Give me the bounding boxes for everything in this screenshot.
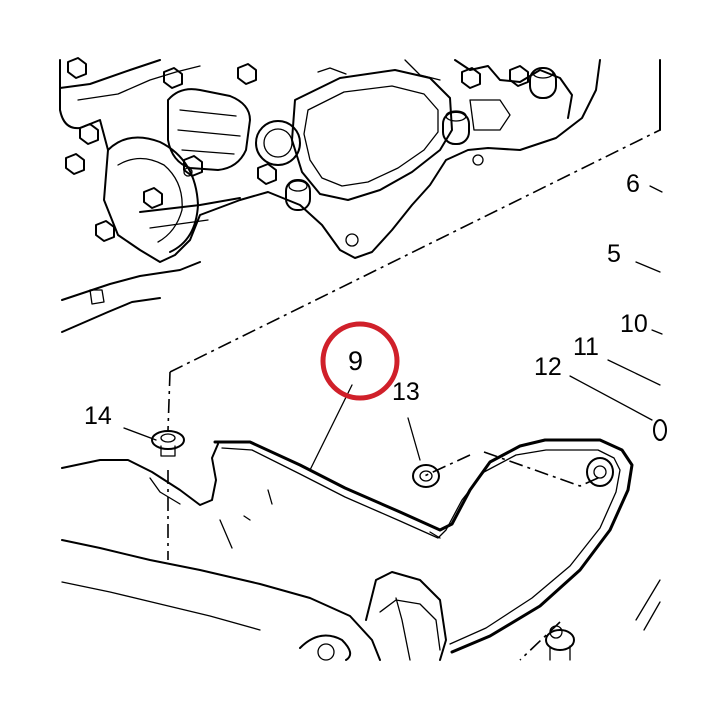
trim-strip-inner — [221, 447, 621, 645]
engine-assembly — [59, 57, 601, 333]
part-9-trim-strip — [213, 438, 634, 654]
fastener-lower — [545, 625, 575, 661]
panel-bracket-inner — [379, 599, 441, 651]
lower-rail-2 — [61, 297, 161, 333]
post-far-right — [529, 67, 557, 99]
round-boss — [255, 120, 301, 166]
small-bolt — [183, 167, 193, 177]
fastener-14-shank — [160, 445, 176, 457]
dashed-locator-14 — [167, 371, 171, 431]
upper-frame-line — [59, 59, 161, 89]
fastener-lower-washer — [545, 629, 575, 651]
plate-tab — [317, 67, 347, 75]
bolt-head — [143, 187, 163, 209]
housing-ribs — [177, 109, 241, 155]
leader-6 — [649, 185, 663, 193]
fastener-14-washer — [151, 430, 185, 450]
fastener-lower-head — [549, 625, 563, 639]
dashed-locator-12 — [483, 451, 599, 487]
bolt-head — [257, 163, 277, 185]
panel-right-marks — [635, 579, 661, 631]
leader-12 — [569, 375, 653, 421]
left-cover-edge — [107, 136, 199, 253]
body-panel — [61, 443, 661, 661]
bolt-head — [79, 123, 99, 145]
right-housing-edge — [404, 59, 441, 81]
label-part-14: 14 — [84, 402, 112, 430]
bolt-head — [95, 220, 115, 242]
panel-bracket-rib — [395, 597, 411, 661]
panel-fold — [149, 477, 181, 505]
fastener-lower-shank — [549, 645, 571, 661]
left-cover-inner — [117, 157, 183, 243]
grommet-13-outer — [412, 464, 440, 488]
housing-block — [167, 88, 251, 171]
highlight-circle — [320, 321, 400, 401]
panel-lower-boss — [299, 634, 352, 661]
leader-5 — [635, 261, 661, 273]
leader-13 — [407, 417, 421, 461]
round-boss-inner — [263, 128, 293, 158]
bolt-head — [67, 57, 87, 79]
bolt-head — [237, 63, 257, 85]
assembly-dashed-line — [169, 129, 661, 373]
right-housing-top — [454, 59, 573, 119]
grommet-12 — [586, 457, 614, 487]
panel-marks — [219, 489, 273, 549]
label-part-5: 5 — [607, 240, 621, 268]
small-bolt — [345, 233, 359, 247]
right-housing-box — [469, 99, 511, 131]
bolt-group — [65, 57, 529, 242]
dashed-locator-lower — [519, 621, 561, 661]
dashed-locator-13 — [419, 454, 471, 479]
label-part-12: 12 — [534, 353, 562, 381]
label-part-9: 9 — [348, 346, 363, 376]
strut-line — [139, 197, 241, 213]
panel-crease — [61, 581, 261, 631]
grommet-13-inner — [419, 470, 433, 482]
trim-strip-outer — [213, 438, 634, 654]
post-right-top — [445, 110, 467, 122]
small-bolt — [472, 154, 484, 166]
label-part-13: 13 — [392, 378, 420, 406]
label-part-10: 10 — [620, 310, 648, 338]
leader-lines — [123, 185, 663, 471]
grommet-13 — [412, 464, 440, 488]
post-far-right-top — [532, 67, 554, 79]
strut-line-inner — [149, 219, 209, 229]
trim-strip-end — [429, 531, 441, 539]
bolt-head — [509, 65, 529, 87]
panel-lower-hole — [317, 643, 335, 661]
fastener-14-head — [160, 433, 176, 443]
panel-bracket — [365, 571, 447, 661]
leader-14 — [123, 427, 157, 441]
leader-11 — [607, 359, 661, 386]
post-center-top — [288, 180, 308, 192]
grommet-12-inner — [593, 465, 607, 479]
upper-frame-detail — [77, 65, 201, 101]
label-part-11: 11 — [573, 333, 599, 361]
central-cover-plate — [291, 69, 453, 201]
lower-rail-1 — [61, 261, 201, 301]
highlighted-part-9[interactable]: 9 — [320, 321, 400, 401]
panel-upper-edge — [61, 443, 219, 506]
fastener-11-head — [653, 419, 667, 441]
fastener-11 — [653, 419, 667, 441]
grommet-12-outer — [586, 457, 614, 487]
engine-outline — [59, 59, 601, 263]
leader-10 — [651, 329, 663, 335]
rail-clip — [89, 289, 105, 305]
panel-lower-edge — [61, 539, 381, 661]
post-right — [442, 111, 470, 145]
bolt-head — [461, 67, 481, 89]
post-center — [285, 179, 311, 211]
bolt-head — [163, 67, 183, 89]
central-cover-inner — [303, 85, 439, 187]
fastener-14 — [151, 430, 185, 457]
leader-9 — [309, 384, 353, 471]
bolt-head — [65, 153, 85, 175]
label-part-6: 6 — [626, 170, 640, 198]
